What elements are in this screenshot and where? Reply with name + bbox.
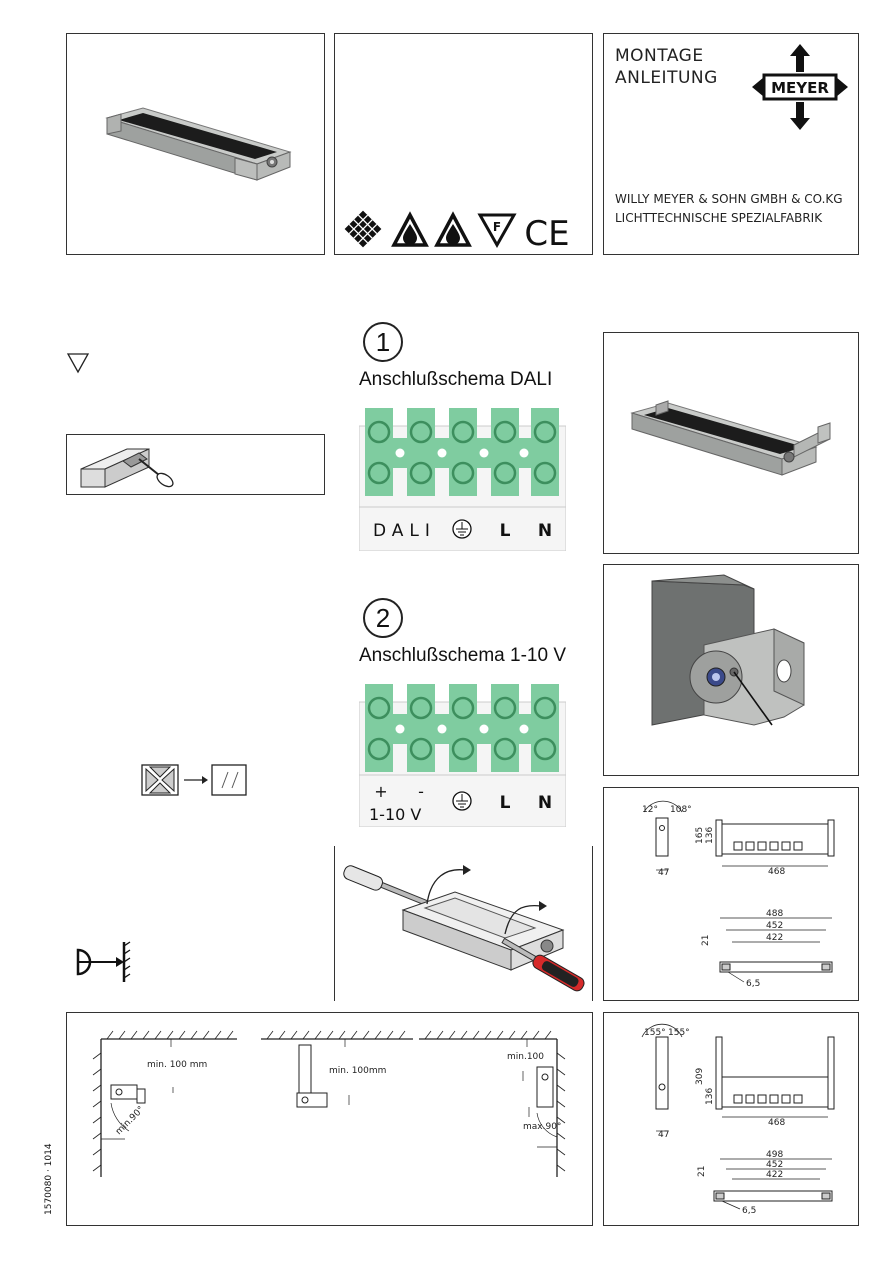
splash-proof-triangle-icon bbox=[434, 211, 472, 247]
company-line-2: LICHTTECHNISCHE SPEZIALFABRIK bbox=[615, 211, 823, 225]
dim-length-2: 452 bbox=[766, 1160, 783, 1170]
angle-right: max.90° bbox=[523, 1122, 561, 1132]
min-distance-left: min. 100 mm bbox=[147, 1060, 207, 1070]
dim-side-width: 47 bbox=[658, 868, 669, 878]
company-line-1: WILLY MEYER & SOHN GMBH & CO.KG bbox=[615, 192, 843, 206]
terminal-block-dali: DALI L N bbox=[358, 408, 567, 552]
label-1-10v: 1-10 V bbox=[369, 805, 421, 824]
title-panel: MONTAGE ANLEITUNG MEYER WILLY MEYER & SO… bbox=[603, 33, 859, 255]
title-line-1: MONTAGE bbox=[615, 46, 704, 66]
earth-ground-icon bbox=[452, 791, 472, 811]
glass-replacement-icon bbox=[141, 764, 247, 796]
angle-left: min.90° bbox=[114, 1105, 146, 1137]
dim-angle-right: 155° bbox=[668, 1028, 690, 1038]
dim-hole: 6,5 bbox=[742, 1206, 756, 1216]
dim-depth: 21 bbox=[701, 935, 711, 946]
f-mark-label: F bbox=[493, 220, 501, 234]
dim-height-1: 165 bbox=[695, 827, 705, 844]
earth-ground-icon bbox=[452, 519, 472, 539]
title-line-2: ANLEITUNG bbox=[615, 68, 718, 88]
grid-diamond-icon bbox=[344, 210, 382, 248]
step-number-1: 1 bbox=[363, 322, 403, 362]
certification-panel: F CE bbox=[334, 33, 593, 255]
dimension-drawing-top: 12° 108° 47 165 136 468 488 452 422 21 6… bbox=[603, 787, 859, 1001]
dim-height-2: 136 bbox=[705, 1088, 715, 1105]
ce-mark: CE bbox=[524, 214, 569, 254]
open-housing-panel bbox=[334, 846, 593, 1001]
min-distance-mid: min. 100mm bbox=[329, 1066, 386, 1076]
label-dali: DALI bbox=[373, 521, 436, 541]
luminaire-image bbox=[105, 107, 292, 181]
min-distance-right: min.100 bbox=[507, 1052, 544, 1062]
bracket-detail-panel bbox=[603, 564, 859, 776]
label-n: N bbox=[538, 521, 552, 541]
dim-angle-left: 155° bbox=[644, 1028, 666, 1038]
label-minus: - bbox=[418, 782, 424, 801]
terminal-block-110: + - 1-10 V L N bbox=[358, 684, 567, 828]
dim-length-1: 498 bbox=[766, 1150, 783, 1160]
label-l: L bbox=[500, 521, 511, 541]
f-mark-icon: F bbox=[477, 213, 517, 249]
drip-proof-triangle-icon bbox=[391, 211, 429, 247]
product-image-panel bbox=[66, 33, 325, 255]
dim-length-3: 422 bbox=[766, 1170, 783, 1180]
schema-110-title: Anschlußschema 1-10 V bbox=[359, 645, 566, 666]
screwdriver-opening-illustration bbox=[343, 865, 585, 992]
dim-length-3: 422 bbox=[766, 933, 783, 943]
dim-height-2: 136 bbox=[705, 827, 715, 844]
schema-dali-title: Anschlußschema DALI bbox=[359, 369, 553, 390]
label-n: N bbox=[538, 793, 552, 813]
label-l: L bbox=[500, 793, 511, 813]
wall-distance-icon bbox=[76, 941, 131, 982]
dim-length-2: 452 bbox=[766, 921, 783, 931]
warning-triangle-icon bbox=[66, 353, 90, 374]
dim-angle-right: 108° bbox=[670, 805, 692, 815]
dim-depth: 21 bbox=[697, 1166, 707, 1177]
luminaire-with-bracket-image bbox=[630, 400, 831, 476]
dim-side-width: 47 bbox=[658, 1130, 669, 1140]
dim-total-width: 468 bbox=[768, 867, 785, 877]
meyer-logo: MEYER bbox=[752, 44, 848, 130]
logo-text: MEYER bbox=[771, 79, 829, 97]
screwdriver-instruction-box bbox=[66, 434, 325, 495]
dim-height-1: 309 bbox=[695, 1068, 705, 1085]
dim-length-1: 488 bbox=[766, 909, 783, 919]
document-code: 1570080 · 1014 bbox=[44, 1143, 54, 1215]
mounting-diagram-panel: min. 100 mm min.90° min. 100mm bbox=[66, 1012, 593, 1226]
dim-total-width: 468 bbox=[768, 1118, 785, 1128]
open-housing-illustration bbox=[80, 448, 174, 488]
label-plus: + bbox=[374, 782, 387, 801]
product-with-bracket-panel bbox=[603, 332, 859, 554]
bracket-screw-detail-image bbox=[651, 574, 805, 726]
dim-angle-left: 12° bbox=[642, 805, 658, 815]
dimension-drawing-bottom: 155° 155° 47 309 136 468 498 452 422 21 … bbox=[603, 1012, 859, 1226]
step-number-2: 2 bbox=[363, 598, 403, 638]
dim-hole: 6,5 bbox=[746, 979, 760, 989]
